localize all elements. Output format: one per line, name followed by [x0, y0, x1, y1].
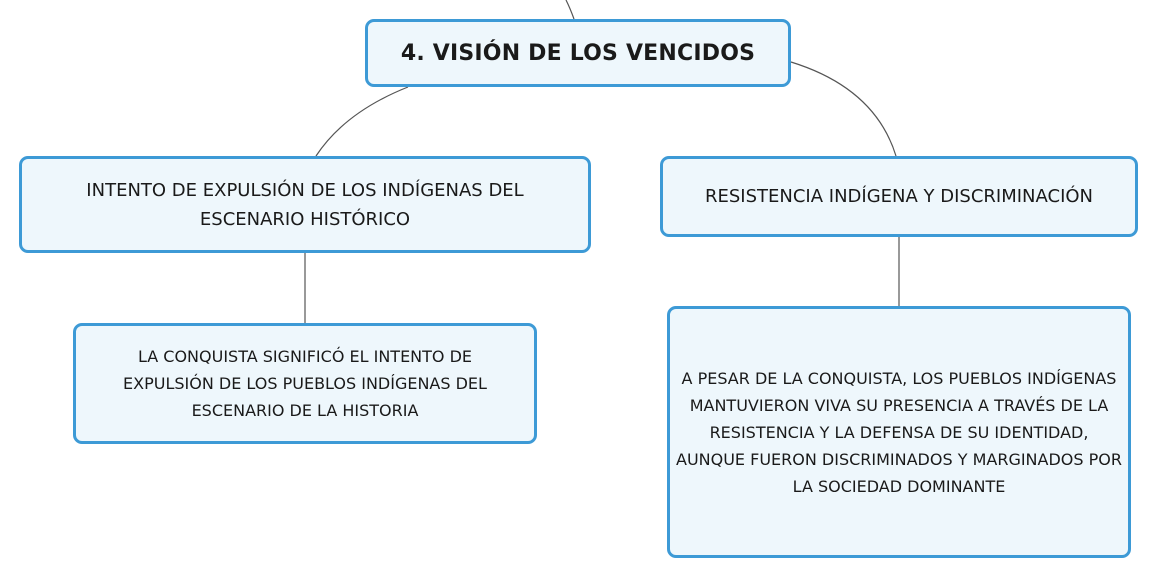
root-topic-label: 4. VISIÓN DE LOS VENCIDOS: [400, 40, 756, 66]
connector-from-parent: [565, 0, 575, 20]
root-topic-node[interactable]: 4. VISIÓN DE LOS VENCIDOS: [365, 19, 791, 87]
right-detail-text: A PESAR DE LA CONQUISTA, LOS PUEBLOS IND…: [676, 368, 1122, 496]
left-topic-node[interactable]: INTENTO DE EXPULSIÓN DE LOS INDÍGENAS DE…: [19, 156, 591, 253]
right-detail-node[interactable]: A PESAR DE LA CONQUISTA, LOS PUEBLOS IND…: [667, 306, 1131, 558]
connector-root-to-left-topic: [315, 86, 409, 157]
right-topic-node[interactable]: RESISTENCIA INDÍGENA Y DISCRIMINACIÓN: [660, 156, 1138, 237]
connector-root-to-right-topic: [790, 61, 897, 157]
left-topic-label: INTENTO DE EXPULSIÓN DE LOS INDÍGENAS DE…: [86, 179, 524, 230]
left-detail-node[interactable]: LA CONQUISTA SIGNIFICÓ EL INTENTO DE EXP…: [73, 323, 537, 444]
left-detail-text: LA CONQUISTA SIGNIFICÓ EL INTENTO DE EXP…: [123, 347, 487, 420]
right-topic-label: RESISTENCIA INDÍGENA Y DISCRIMINACIÓN: [704, 185, 1094, 207]
